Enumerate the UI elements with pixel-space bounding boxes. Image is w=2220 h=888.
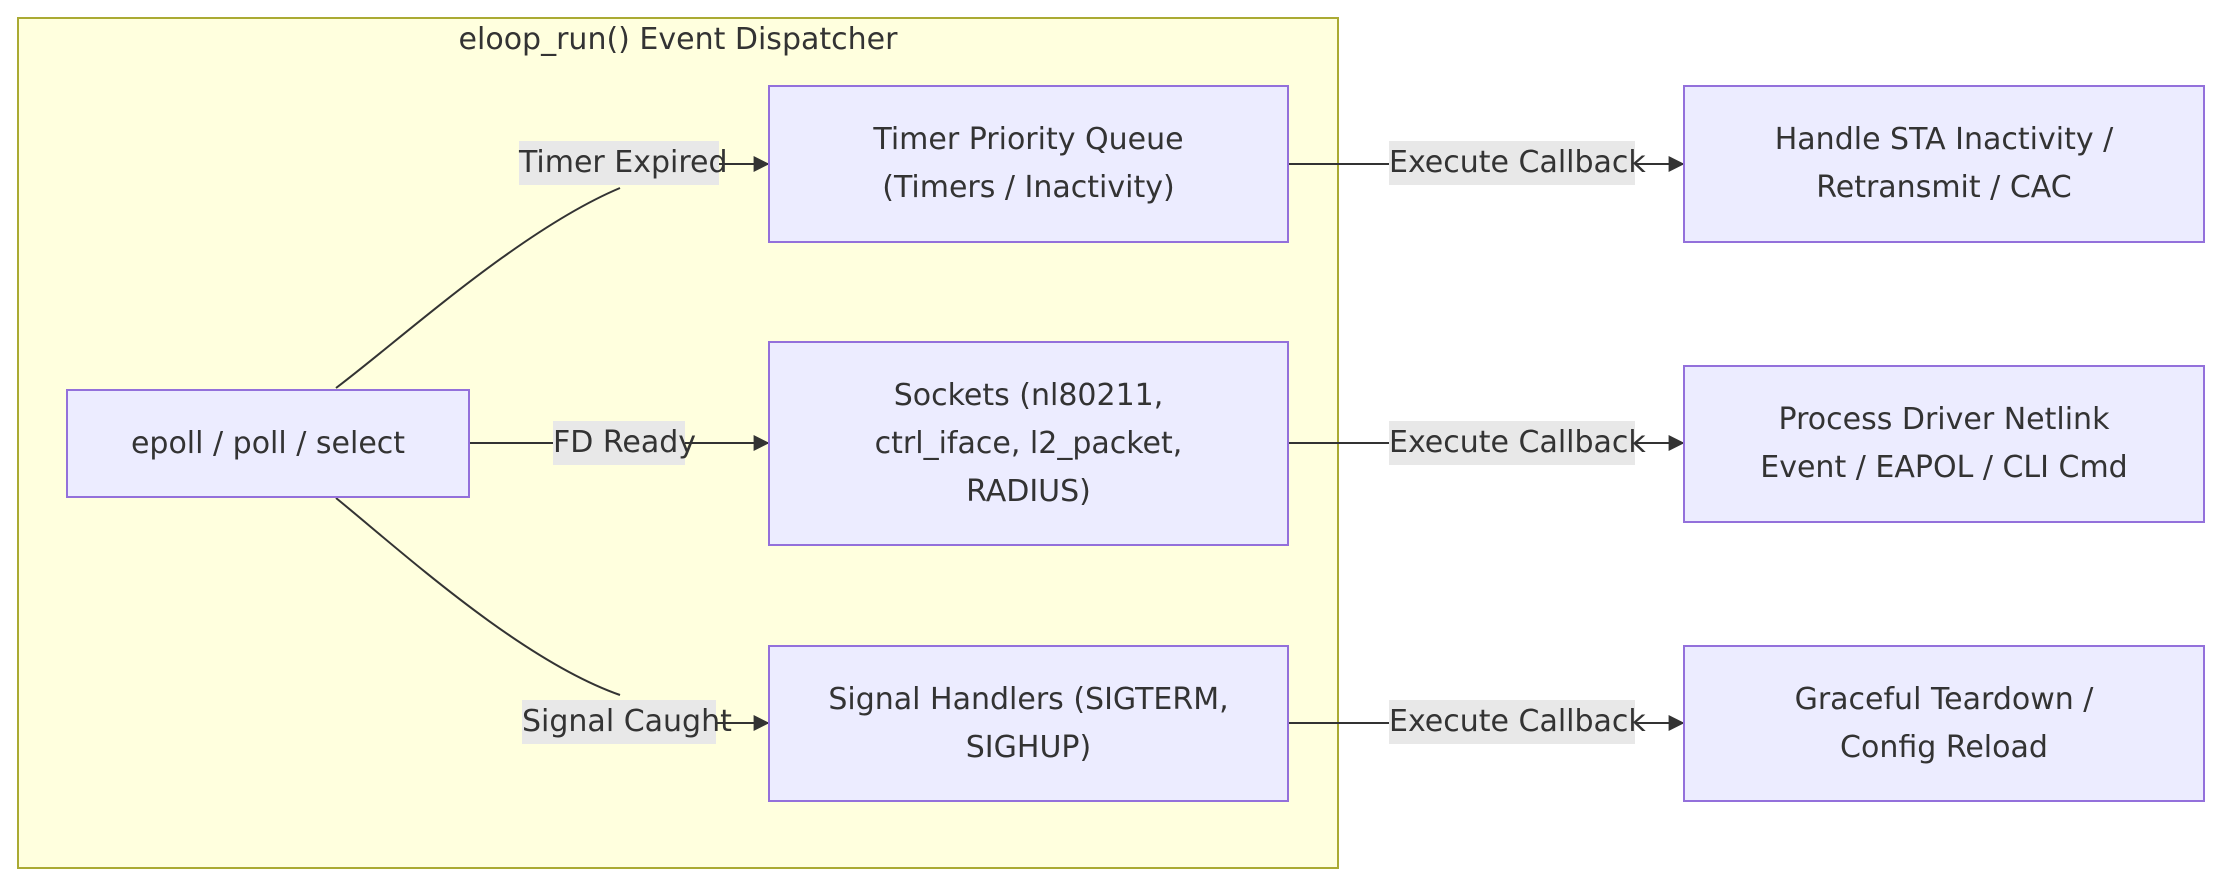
edge-epoll-to-timer [335,187,621,389]
graceful-teardown-node: Graceful Teardown / Config Reload [1683,645,2205,802]
signal-handlers-node: Signal Handlers (SIGTERM, SIGHUP) [768,645,1289,802]
sockets-node: Sockets (nl80211, ctrl_iface, l2_packet,… [768,341,1289,546]
edge-label-signal-caught: Signal Caught [522,700,732,744]
edge-label-execute-callback-3: Execute Callback [1389,700,1646,744]
edge-label-fd-ready: FD Ready [553,421,696,465]
edge-label-execute-callback-1: Execute Callback [1389,141,1646,185]
handle-sta-node: Handle STA Inactivity / Retransmit / CAC [1683,85,2205,243]
edge-label-timer-expired: Timer Expired [519,141,728,185]
edge-label-execute-callback-2: Execute Callback [1389,421,1646,465]
cluster-title: eloop_run() Event Dispatcher [458,22,898,57]
epoll-node: epoll / poll / select [66,389,470,498]
process-driver-node: Process Driver Netlink Event / EAPOL / C… [1683,365,2205,523]
edge-epoll-to-signals [335,497,621,696]
timer-queue-node: Timer Priority Queue (Timers / Inactivit… [768,85,1289,243]
